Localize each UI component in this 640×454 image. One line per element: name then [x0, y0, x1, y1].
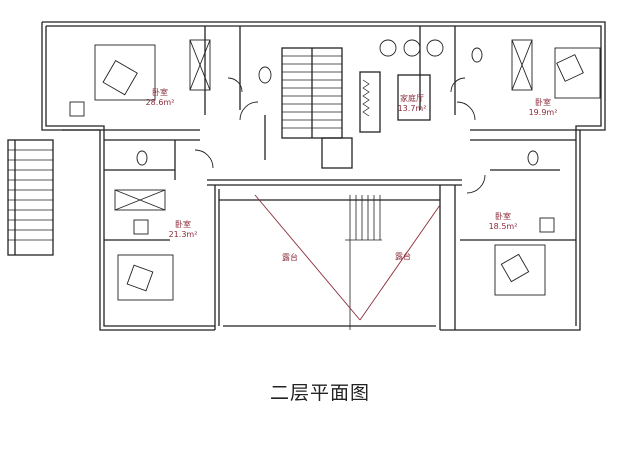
terrace-stair	[345, 195, 382, 330]
room-label-terrace-2: 露台	[395, 252, 411, 262]
room-name: 家庭厅	[400, 94, 424, 103]
room-area: 19.9m²	[528, 108, 558, 117]
room-area: 18.5m²	[488, 222, 518, 231]
plan-title: 二层平面图	[269, 382, 371, 404]
fixtures	[69, 39, 601, 301]
room-label-terrace-1: 露台	[282, 253, 298, 263]
room-area: 13.7m²	[397, 104, 427, 113]
central-stair	[281, 47, 431, 169]
room-area: 28.6m²	[145, 98, 175, 107]
room-name: 卧室	[495, 212, 511, 221]
doors	[194, 77, 486, 194]
exterior-stair	[7, 139, 54, 256]
room-name: 露台	[282, 253, 298, 262]
terrace-cross	[254, 194, 441, 321]
room-name: 卧室	[175, 220, 191, 229]
room-name: 卧室	[535, 98, 551, 107]
room-name: 卧室	[152, 88, 168, 97]
room-name: 露台	[395, 252, 411, 261]
room-area: 21.3m²	[168, 230, 198, 239]
walls	[41, 21, 606, 331]
